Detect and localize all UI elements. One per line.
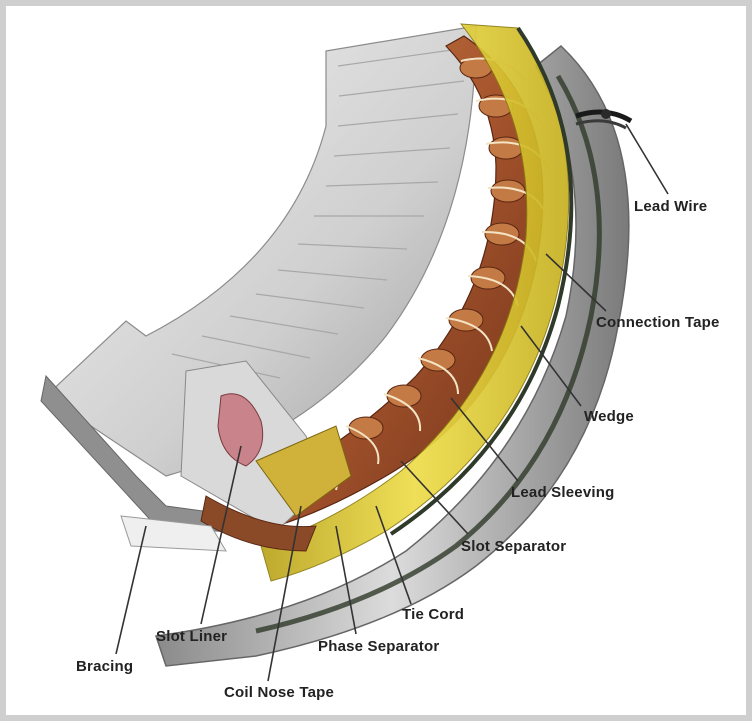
label-bracing: Bracing (76, 658, 133, 675)
label-slot-separator: Slot Separator (461, 538, 566, 555)
label-phase-separator: Phase Separator (318, 638, 439, 655)
stator-cutaway-diagram (6, 6, 746, 715)
leader-lead-wire (626, 124, 668, 194)
label-lead-wire: Lead Wire (634, 198, 707, 215)
label-slot-liner: Slot Liner (156, 628, 227, 645)
label-wedge: Wedge (584, 408, 634, 425)
label-connection-tape: Connection Tape (596, 314, 720, 331)
label-lead-sleeving: Lead Sleeving (511, 484, 614, 501)
label-tie-cord: Tie Cord (402, 606, 464, 623)
label-coil-nose-tape: Coil Nose Tape (224, 684, 334, 701)
